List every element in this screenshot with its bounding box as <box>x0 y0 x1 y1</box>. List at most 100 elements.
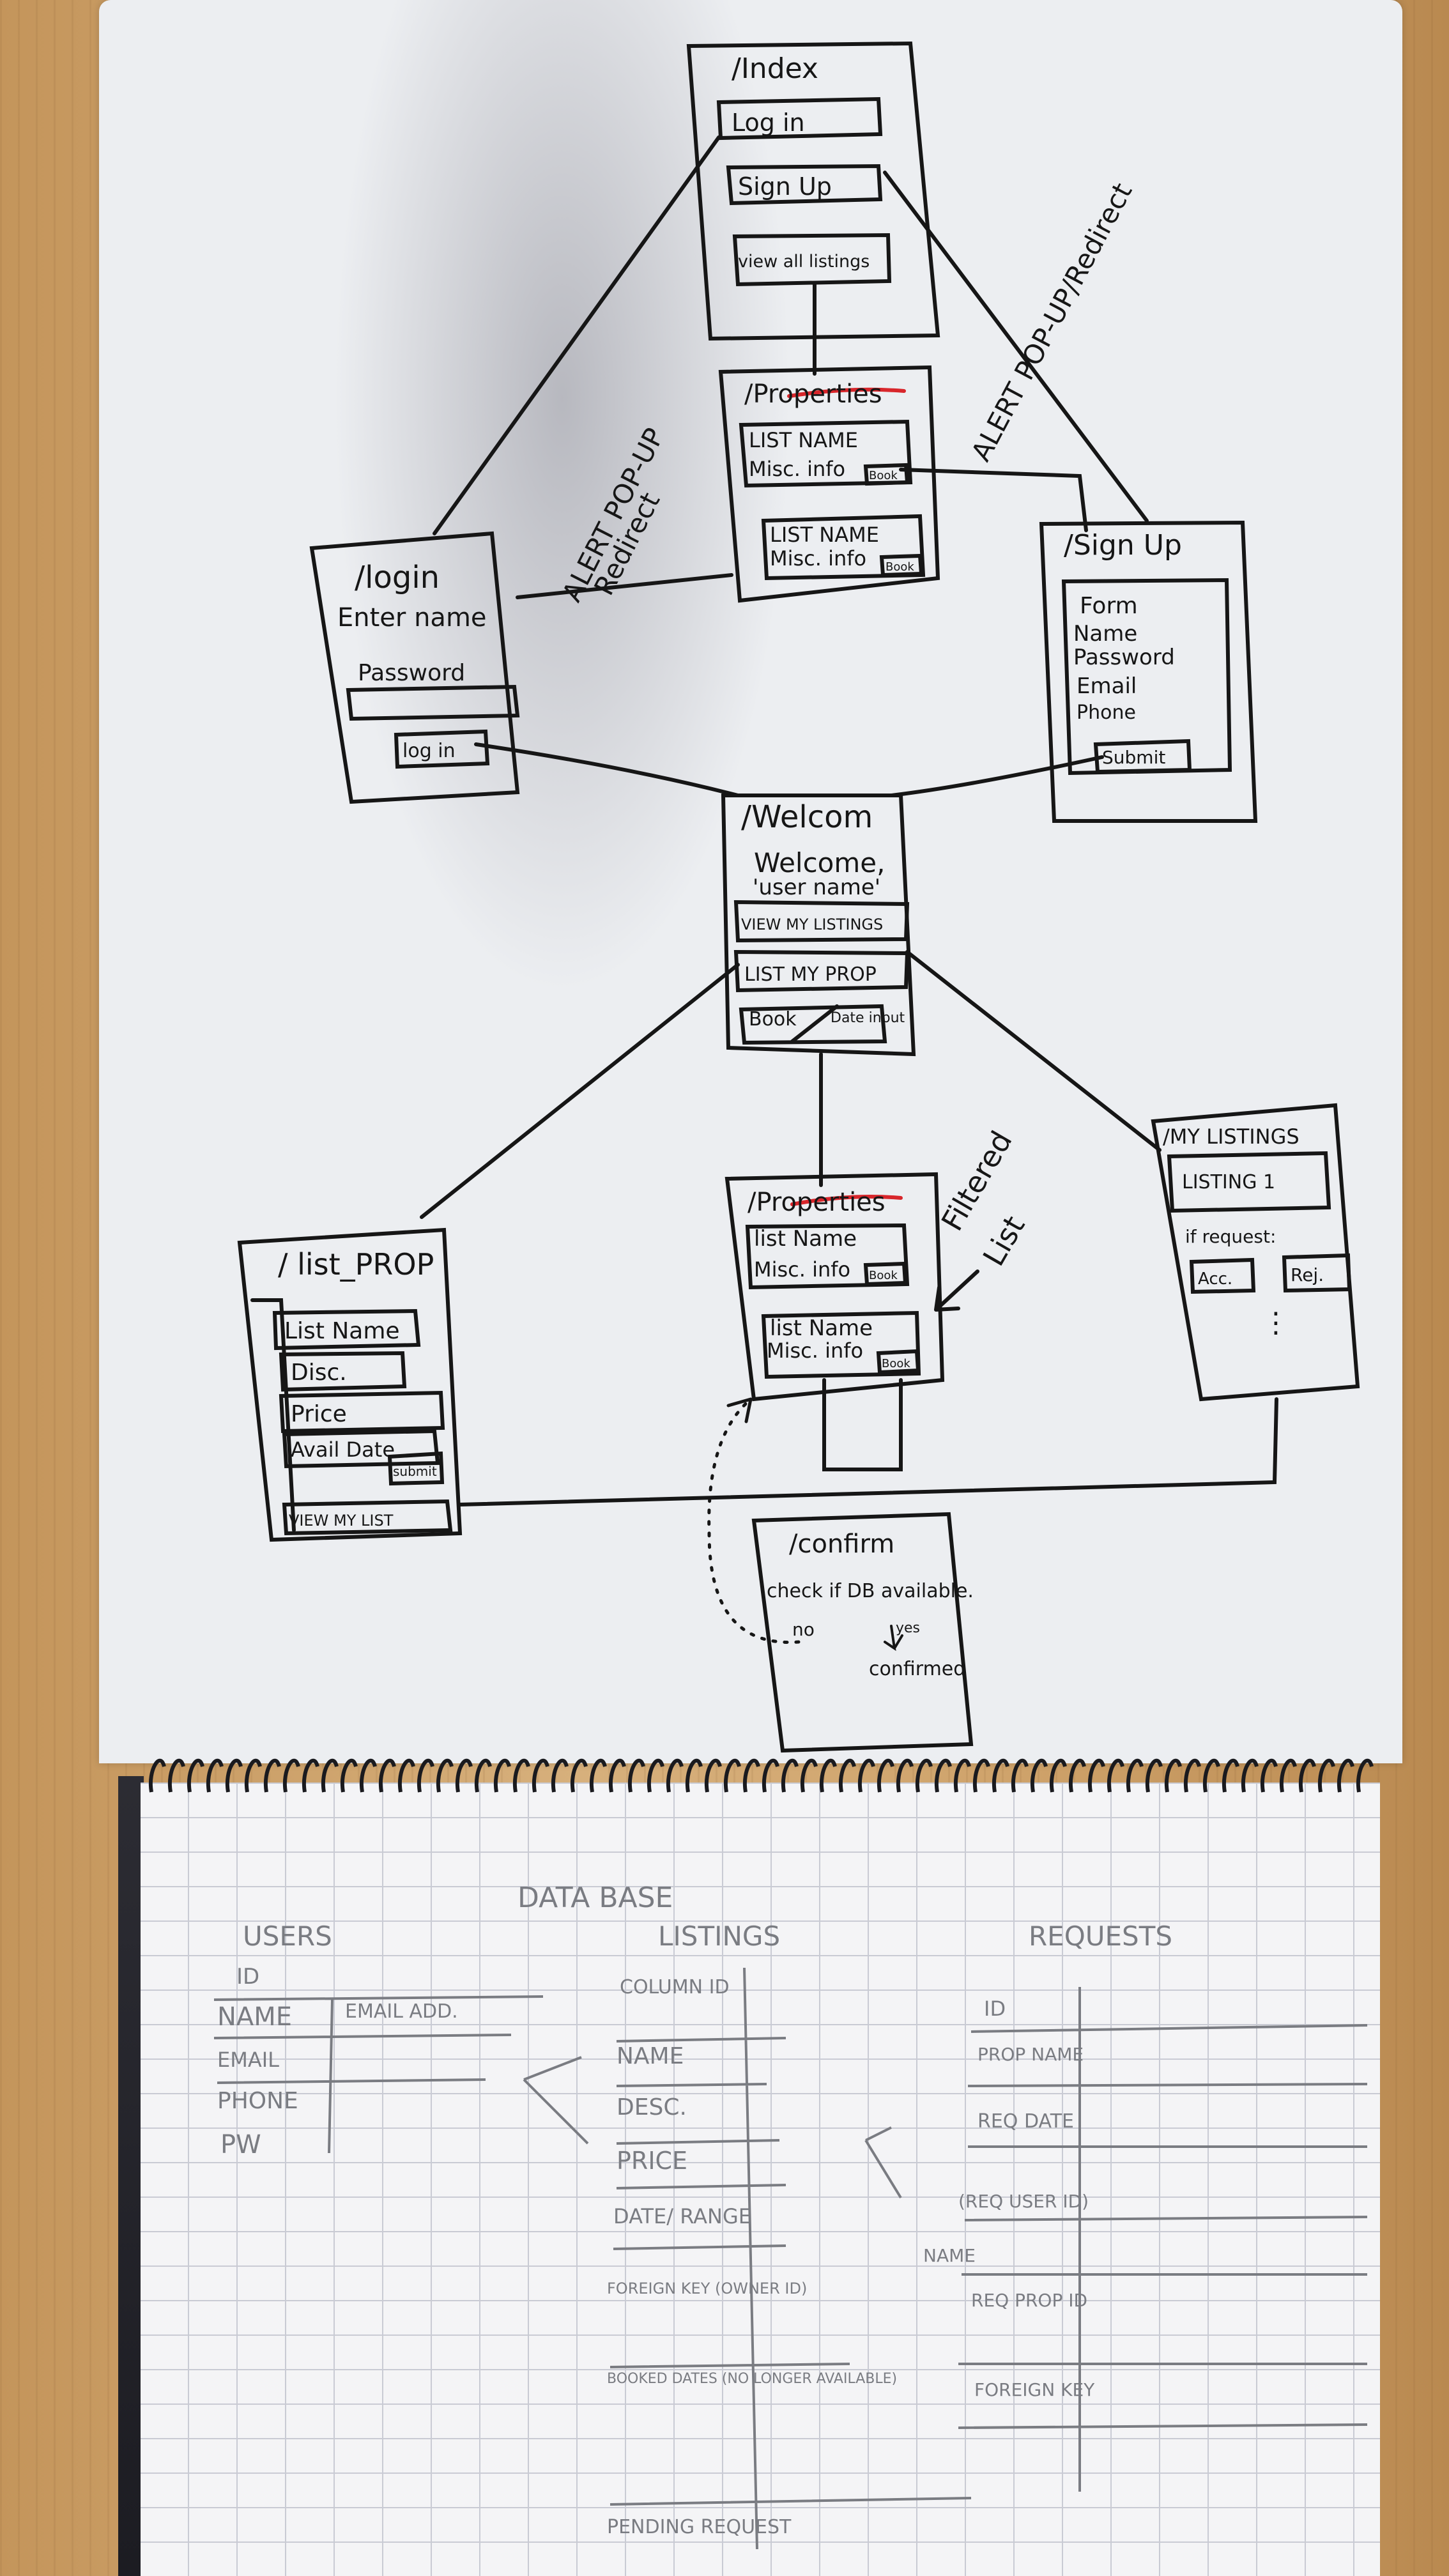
coil-ring <box>397 1759 415 1793</box>
coil-ring <box>877 1759 894 1793</box>
requests-field-req-prop: REQ PROP ID <box>971 2290 1087 2311</box>
welcome-view-listings-button[interactable]: VIEW MY LISTINGS <box>741 916 883 933</box>
my-listings-more: ⋮ <box>1262 1307 1290 1339</box>
requests-field-req-user: (REQ USER ID) <box>958 2191 1089 2212</box>
list-label: List <box>976 1210 1032 1272</box>
edge-index-login <box>433 135 721 535</box>
coil-ring <box>474 1759 492 1793</box>
users-field-email-add: EMAIL ADD. <box>345 2000 458 2023</box>
confirm-page-box <box>751 1512 974 1753</box>
signup-field-name: Name <box>1073 621 1137 647</box>
properties-mid-title: /Properties <box>747 1188 885 1217</box>
list-prop-field-price[interactable]: Price <box>291 1401 347 1427</box>
coil-ring <box>666 1759 684 1793</box>
welcome-page-box <box>721 793 916 1057</box>
my-listings-request-label: if request: <box>1185 1226 1276 1247</box>
coil-ring <box>608 1759 626 1793</box>
coil-ring <box>953 1759 971 1793</box>
coil-ring <box>1164 1759 1182 1793</box>
list-prop-field-date[interactable]: Avail Date <box>291 1438 395 1462</box>
login-button[interactable]: log in <box>402 740 456 762</box>
properties-top-card1-book-button[interactable]: Book <box>869 469 898 482</box>
properties-top-underline <box>787 387 906 398</box>
coil-ring <box>762 1759 779 1793</box>
users-field-name: NAME <box>217 2002 292 2032</box>
coil-ring <box>302 1759 319 1793</box>
login-page-box <box>309 531 520 804</box>
listings-table-title: LISTINGS <box>658 1920 780 1952</box>
confirm-check-text: check if DB available. <box>767 1580 974 1602</box>
properties-mid-card2-info: Misc. info <box>767 1338 863 1363</box>
list-prop-field-desc[interactable]: Disc. <box>291 1360 347 1386</box>
properties-top-card1-info: Misc. info <box>749 457 845 481</box>
signup-field-email: Email <box>1077 673 1137 699</box>
properties-mid-card1-book-button[interactable]: Book <box>869 1269 898 1282</box>
coil-ring <box>723 1759 741 1793</box>
properties-top-card2-info: Misc. info <box>770 546 866 571</box>
properties-mid-card2-book-button[interactable]: Book <box>882 1357 910 1370</box>
login-password-label: Password <box>358 660 465 686</box>
users-field-id: ID <box>236 1964 259 1989</box>
my-listings-accept-button[interactable]: Acc. <box>1198 1269 1232 1289</box>
requests-table-title: REQUESTS <box>1029 1920 1172 1952</box>
coil-ring <box>1011 1759 1029 1793</box>
properties-mid-card2-name: list Name <box>770 1315 873 1341</box>
coil-ring <box>263 1759 281 1793</box>
coil-ring <box>1337 1759 1354 1793</box>
index-page-box <box>686 41 940 341</box>
properties-mid-underline <box>790 1194 903 1206</box>
confirm-yes-branch: yes <box>896 1620 920 1636</box>
my-listings-item: LISTING 1 <box>1182 1171 1275 1193</box>
database-notes: DATA BASE USERS ID NAME EMAIL ADD. EMAIL… <box>217 1882 1172 2538</box>
confirm-confirmed-text: confirmed <box>869 1658 965 1680</box>
list-prop-submit-button[interactable]: submit <box>393 1464 437 1479</box>
coil-ring <box>532 1759 549 1793</box>
welcome-date-input[interactable]: Date input <box>831 1010 905 1026</box>
index-viewall-button[interactable]: view all listings <box>738 252 870 272</box>
index-login-button[interactable]: Log in <box>732 109 805 137</box>
list-prop-page-box <box>237 1227 463 1542</box>
coil-ring <box>436 1759 454 1793</box>
coil-ring <box>819 1759 837 1793</box>
list-prop-view-button[interactable]: VIEW MY LIST <box>289 1512 394 1529</box>
welcome-list-prop-button[interactable]: LIST MY PROP <box>744 963 877 986</box>
my-listings-reject-button[interactable]: Rej. <box>1291 1264 1324 1285</box>
coil-ring <box>1030 1759 1048 1793</box>
coil-ring <box>148 1759 166 1793</box>
alert-right-text: ALERT POP-UP/Redirect <box>965 178 1138 466</box>
coil-ring <box>800 1759 818 1793</box>
coil-ring <box>589 1759 607 1793</box>
coil-ring <box>627 1759 645 1793</box>
coil-ring <box>1356 1759 1374 1793</box>
signup-page-box <box>1039 520 1258 823</box>
coil-ring <box>742 1759 760 1793</box>
coil-ring <box>1107 1759 1124 1793</box>
signup-submit-button[interactable]: Submit <box>1102 747 1165 768</box>
welcome-book-button[interactable]: Book <box>749 1008 797 1031</box>
coil-ring <box>972 1759 990 1793</box>
coil-ring <box>1068 1759 1086 1793</box>
properties-top-card2-book-button[interactable]: Book <box>885 560 914 574</box>
index-signup-button[interactable]: Sign Up <box>738 172 832 201</box>
edge-welcome-listprop <box>420 963 740 1219</box>
requests-field-name-note: NAME <box>923 2245 976 2266</box>
coil-ring <box>857 1759 875 1793</box>
coil-ring <box>1260 1759 1278 1793</box>
index-title: /Index <box>732 52 818 85</box>
edge-properties-confirm <box>822 1378 903 1471</box>
coil-ring <box>512 1759 530 1793</box>
edge-properties-signup <box>899 468 1088 532</box>
confirm-title: /confirm <box>789 1529 894 1559</box>
edge-welcome-mylistings <box>905 950 1162 1152</box>
welcome-title: /Welcom <box>741 799 873 835</box>
list-prop-field-name[interactable]: List Name <box>284 1318 400 1344</box>
coil-ring <box>378 1759 396 1793</box>
dotted-return-arrow <box>707 1397 801 1644</box>
coil-ring <box>340 1759 358 1793</box>
coil-ring <box>1298 1759 1316 1793</box>
users-field-pw: PW <box>220 2130 261 2159</box>
coil-ring <box>225 1759 243 1793</box>
properties-top-card2-name: LIST NAME <box>770 523 879 547</box>
coil-ring <box>992 1759 1009 1793</box>
